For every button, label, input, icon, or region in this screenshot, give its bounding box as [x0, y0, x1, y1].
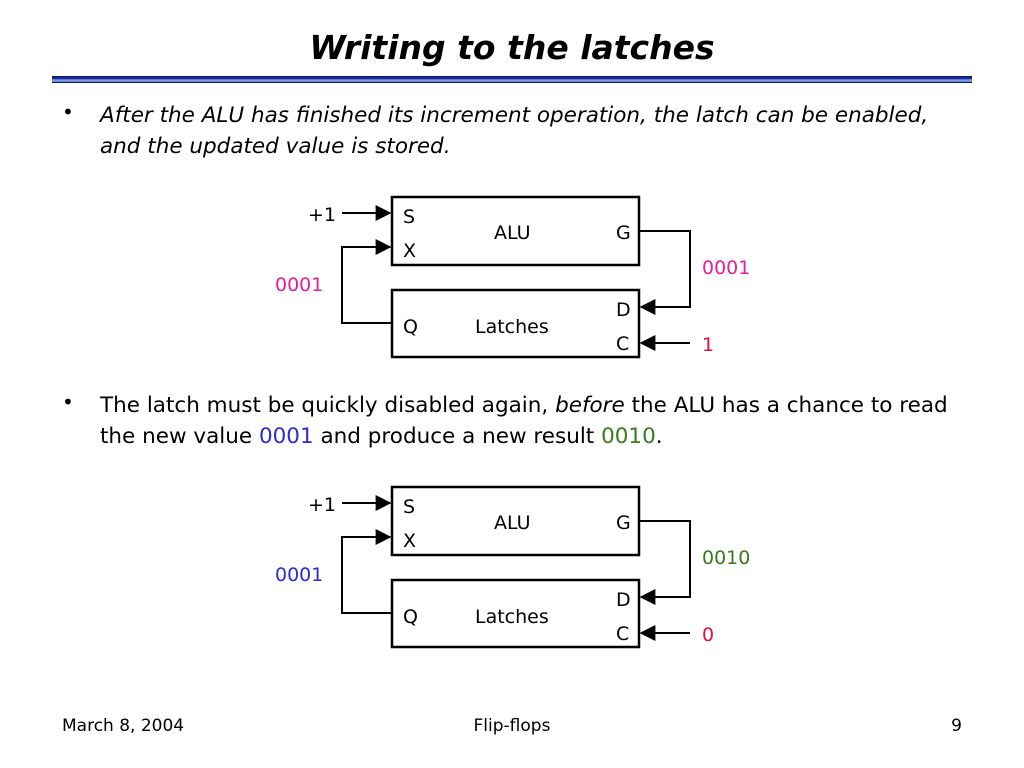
bullet-2-new-value: 0001 — [258, 424, 314, 449]
bullet-marker-1: • — [62, 100, 74, 124]
alu-port-g: G — [616, 222, 631, 244]
bullet-2-end: . — [655, 424, 663, 449]
latches-port-q: Q — [403, 606, 418, 628]
footer-page-number: 9 — [951, 716, 962, 736]
latches-port-c: C — [616, 333, 629, 355]
bullet-text-2: The latch must be quickly disabled again… — [100, 390, 960, 452]
s-input-label: +1 — [308, 204, 336, 226]
slide-title: Writing to the latches — [309, 28, 715, 67]
g-output-value: 0001 — [702, 257, 750, 279]
g-output-value: 0010 — [702, 547, 750, 569]
bullet-2-part1: The latch must be quickly disabled again… — [100, 393, 556, 418]
feedback-value: 0001 — [275, 564, 323, 586]
bullet-2-result-value: 0010 — [601, 424, 656, 449]
bullet-2-part3: and produce a new result — [313, 424, 602, 449]
latches-port-d: D — [616, 589, 631, 611]
latches-label: Latches — [475, 316, 549, 338]
s-input-label: +1 — [308, 494, 336, 516]
bullet-2-emphasis: before — [555, 393, 625, 418]
title-underline — [52, 76, 972, 83]
latches-port-d: D — [616, 299, 631, 321]
feedback-wire — [341, 529, 392, 614]
bullet-marker-2: • — [62, 390, 74, 414]
alu-port-x: X — [403, 240, 416, 262]
footer-date: March 8, 2004 — [62, 716, 185, 736]
bullet-text-1: After the ALU has finished its increment… — [100, 103, 929, 159]
alu-latch-diagram-1: S X ALU G Q Latches D C +1 0001 0001 1 — [275, 195, 750, 359]
bullet-2-part2: the ALU has a chance to read the new val… — [100, 393, 948, 449]
alu-port-x: X — [403, 530, 416, 552]
alu-port-g: G — [616, 512, 631, 534]
latches-port-q: Q — [403, 316, 418, 338]
alu-port-s: S — [403, 496, 415, 518]
c-input-value: 0 — [702, 624, 714, 646]
alu-label: ALU — [494, 222, 531, 244]
alu-latch-diagram-2: S X ALU G Q Latches D C +1 0001 0010 0 — [275, 485, 750, 649]
g-to-d-wire — [639, 520, 691, 605]
alu-label: ALU — [494, 512, 531, 534]
c-input-value: 1 — [702, 334, 714, 356]
feedback-value: 0001 — [275, 274, 323, 296]
feedback-wire — [341, 239, 392, 324]
latches-label: Latches — [475, 606, 549, 628]
footer-topic: Flip-flops — [473, 716, 551, 736]
alu-port-s: S — [403, 206, 415, 228]
latches-port-c: C — [616, 623, 629, 645]
g-to-d-wire — [639, 230, 691, 315]
